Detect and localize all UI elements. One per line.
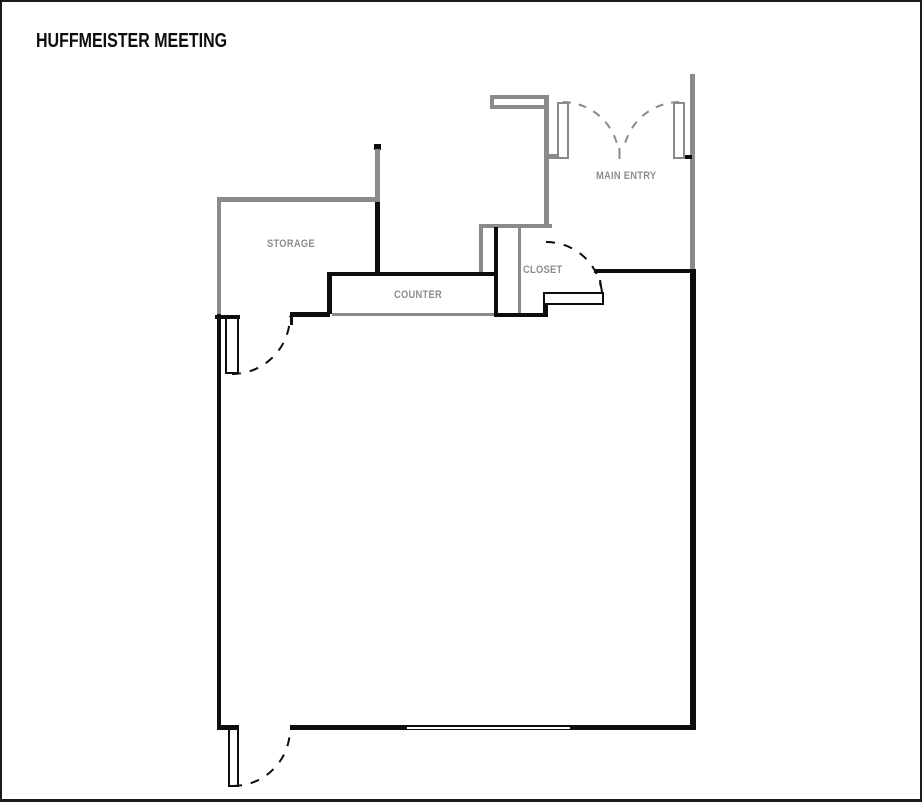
wall-bottom-cavity-line	[407, 727, 570, 729]
wall-counter-top	[327, 272, 497, 276]
wall-closet-top	[479, 224, 552, 228]
wall-storage-top	[217, 197, 380, 202]
wall-entry-right	[690, 74, 695, 270]
wall-closet-left	[494, 227, 498, 317]
wall-top-stub	[375, 149, 380, 202]
wall-closet-outer-left	[479, 224, 483, 273]
door-leaf-upper-left	[225, 317, 239, 374]
tick-closet-door-arc-end	[599, 279, 603, 293]
room-label-main-entry: MAIN ENTRY	[596, 170, 657, 182]
door-leaf-entry-left	[557, 102, 569, 159]
room-label-counter: COUNTER	[394, 289, 443, 301]
line-counter-bottom	[332, 313, 495, 316]
wall-top-stub-cap	[374, 144, 381, 150]
room-label-storage: STORAGE	[267, 238, 315, 250]
door-leaf-lower-left	[228, 728, 239, 787]
page-title: HUFFMEISTER MEETING	[36, 30, 228, 52]
wall-storage-left	[217, 197, 221, 314]
connector-closet-leaf	[543, 304, 548, 314]
stub-entry-left-leaf	[549, 154, 559, 159]
wall-closet-bottom	[494, 313, 548, 317]
wall-counter-left	[327, 272, 332, 314]
door-leaf-closet	[543, 292, 604, 305]
arc-entry-right-door-swing	[623, 101, 680, 149]
arc-entry-left-door-swing	[562, 101, 619, 149]
door-leaf-entry-right	[673, 102, 685, 159]
line-closet-inner	[518, 228, 521, 315]
arc-upper-left-door-swing	[231, 315, 291, 375]
wall-entry-left	[544, 95, 549, 228]
wall-left	[217, 314, 221, 730]
wall-entry-left-cavity	[490, 95, 549, 109]
wall-storage-right	[375, 202, 380, 274]
wall-stub-upper-left	[290, 312, 330, 317]
wall-top-right	[594, 269, 696, 273]
room-label-closet: CLOSET	[523, 264, 563, 276]
tick-entry-right-leaf	[681, 155, 692, 159]
wall-stub-upper-left-tick	[290, 317, 293, 325]
wall-right	[690, 270, 696, 730]
arc-lower-left-door-swing	[232, 728, 291, 787]
cap-door-lower-left	[217, 725, 239, 730]
